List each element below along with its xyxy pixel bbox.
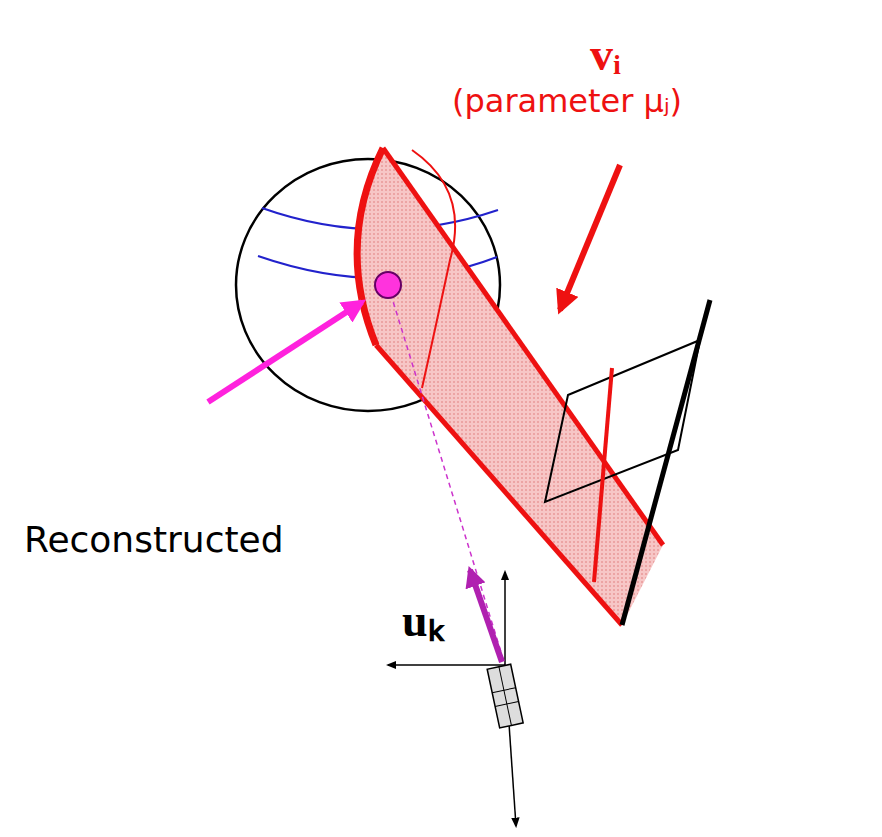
magenta-arrow bbox=[208, 302, 362, 402]
camera-icon bbox=[487, 664, 523, 728]
red-arrow bbox=[560, 165, 620, 310]
vector-label: uₖ bbox=[402, 596, 444, 647]
light-plane-edge bbox=[383, 148, 663, 545]
point-label: Reconstructed bbox=[24, 520, 284, 560]
projector-stripe bbox=[594, 368, 612, 582]
light-plane bbox=[357, 148, 663, 625]
reconstructed-curve bbox=[357, 148, 383, 345]
axis bbox=[504, 572, 506, 665]
view-arrow bbox=[470, 570, 502, 662]
parameter-label: (parameter μⱼ) bbox=[452, 84, 682, 119]
red-curve bbox=[412, 150, 455, 388]
vector-label: vᵢ bbox=[590, 30, 621, 81]
reconstructed-point bbox=[375, 272, 401, 298]
dashed-ray bbox=[388, 285, 505, 665]
axis bbox=[388, 664, 505, 666]
projector-line bbox=[622, 300, 710, 625]
